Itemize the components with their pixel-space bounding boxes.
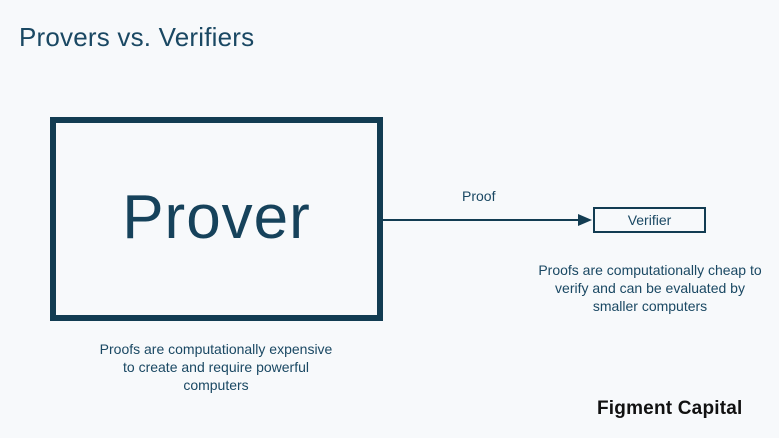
- prover-caption: Proofs are computationally expensive to …: [99, 341, 333, 393]
- verifier-label: Verifier: [627, 212, 672, 228]
- slide-title: Provers vs. Verifiers: [19, 22, 255, 52]
- verifier-caption: Proofs are computationally cheap to veri…: [538, 262, 762, 314]
- proof-arrow-head: [578, 214, 592, 226]
- prover-label: Prover: [122, 182, 311, 252]
- prover-box: Prover: [50, 117, 383, 321]
- proof-edge-label: Proof: [462, 188, 496, 204]
- brand-logo-text: Figment Capital: [597, 398, 743, 419]
- verifier-box: Verifier: [593, 207, 706, 233]
